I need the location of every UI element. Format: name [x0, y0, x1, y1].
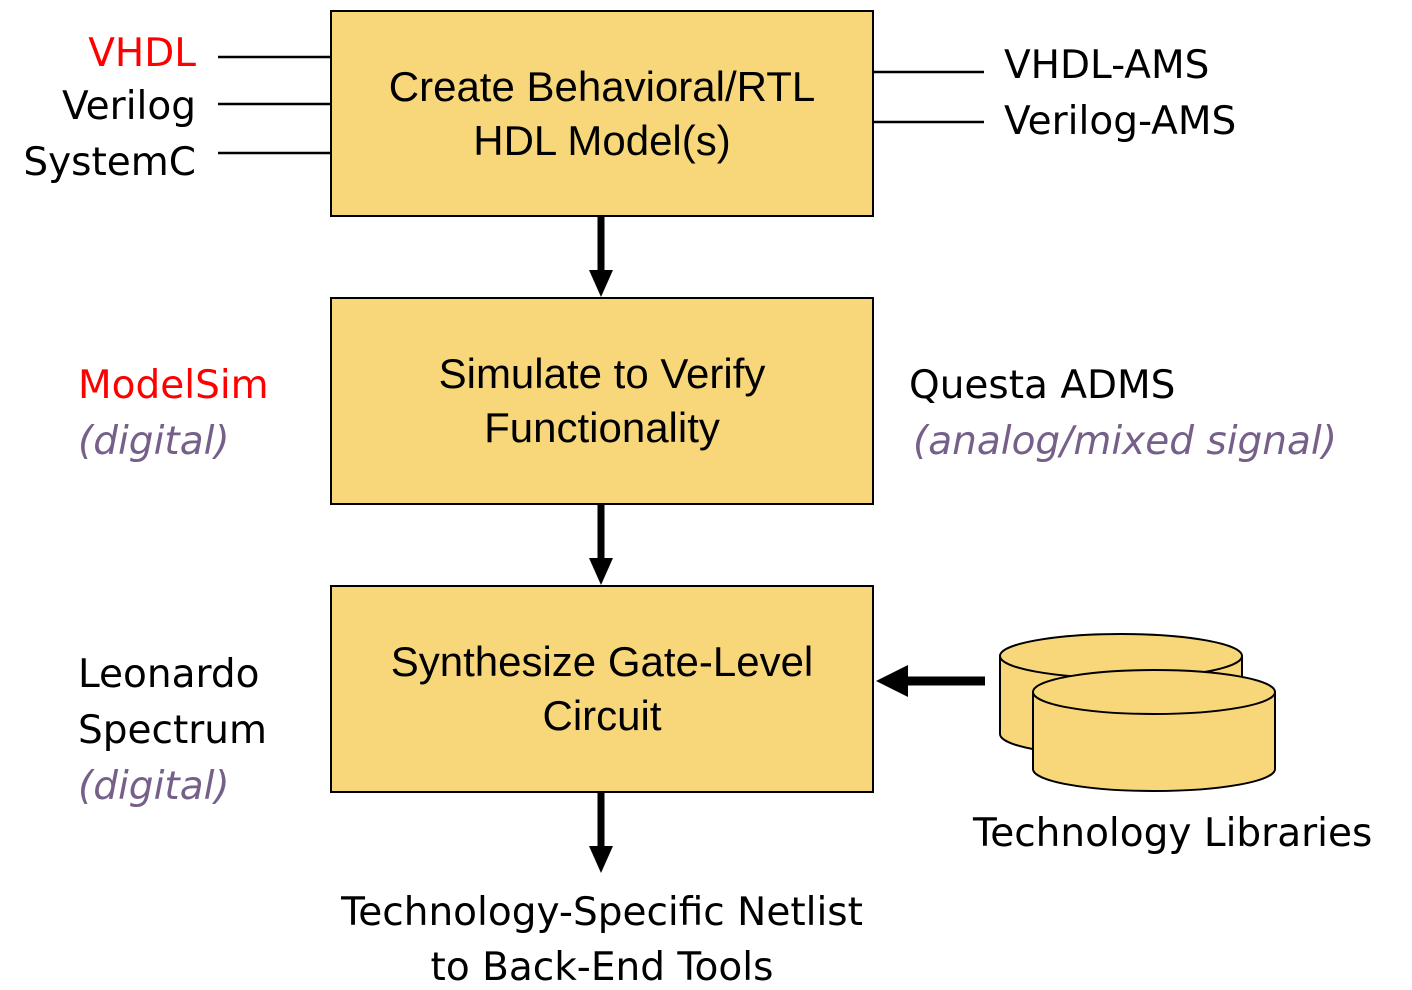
arrow-simulate-to-synthesize	[589, 505, 613, 585]
create-model-box: Create Behavioral/RTL HDL Model(s)	[330, 10, 874, 217]
language-vhdl-ams: VHDL-AMS	[1004, 43, 1210, 88]
arrow-libraries-to-synthesize	[876, 665, 985, 697]
language-vhdl: VHDL	[88, 31, 196, 76]
synthesize-box: Synthesize Gate-Level Circuit	[330, 585, 874, 793]
simulate-box: Simulate to Verify Functionality	[330, 297, 874, 505]
synthesis-tool-line1: Leonardo	[78, 652, 260, 697]
synthesize-box-line2: Circuit	[542, 692, 662, 739]
simulator-modelsim-note: (digital)	[78, 419, 230, 464]
output-line2: to Back-End Tools	[430, 945, 774, 990]
create-model-box-line1: Create Behavioral/RTL	[388, 62, 816, 110]
simulator-modelsim: ModelSim	[78, 363, 269, 408]
output-line1: Technology-Specific Netlist	[341, 890, 863, 935]
language-systemc: SystemC	[23, 140, 196, 185]
create-model-box-line2: HDL Model(s)	[473, 116, 731, 164]
simulate-box-line2: Functionality	[484, 404, 720, 451]
synthesis-tool-line2: Spectrum	[78, 708, 267, 753]
technology-libraries-label: Technology Libraries	[973, 811, 1373, 856]
arrow-synthesize-to-output	[589, 793, 613, 873]
technology-library-database-icon	[999, 633, 1276, 792]
arrow-create-to-simulate	[589, 217, 613, 297]
synthesis-tool-note: (digital)	[78, 764, 230, 809]
language-verilog-ams: Verilog-AMS	[1004, 99, 1237, 144]
simulator-questa-adms-note: (analog/mixed signal)	[913, 419, 1337, 464]
simulate-box-line1: Simulate to Verify	[438, 350, 766, 397]
simulator-questa-adms: Questa ADMS	[909, 363, 1176, 408]
language-verilog: Verilog	[62, 84, 196, 129]
synthesize-box-line1: Synthesize Gate-Level	[390, 638, 814, 685]
